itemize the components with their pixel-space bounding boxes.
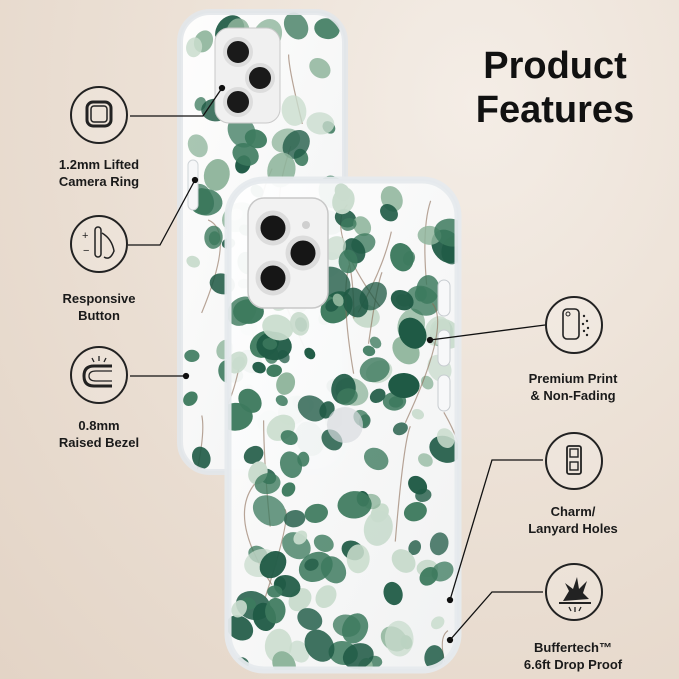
shock-burst-icon [545, 563, 603, 621]
responsive-button-icon: + − [70, 215, 128, 273]
front-camera-module [247, 197, 329, 309]
lanyard-hole-icon [545, 432, 603, 490]
title-line-2: Features [475, 89, 635, 131]
back-camera-module [214, 27, 281, 124]
svg-text:+: + [82, 230, 88, 242]
logo-mark [327, 407, 363, 443]
print-spray-icon [545, 296, 603, 354]
title-line-1: Product [483, 45, 627, 87]
feature-label-print: Premium Print& Non-Fading [528, 371, 618, 403]
front-phone-case [224, 176, 462, 674]
camera-ring-icon [70, 86, 128, 144]
page-title: Product Features [455, 44, 655, 132]
feature-label-lanyard: Charm/Lanyard Holes [528, 504, 618, 536]
raised-bezel-icon [70, 346, 128, 404]
svg-text:−: − [83, 245, 89, 257]
